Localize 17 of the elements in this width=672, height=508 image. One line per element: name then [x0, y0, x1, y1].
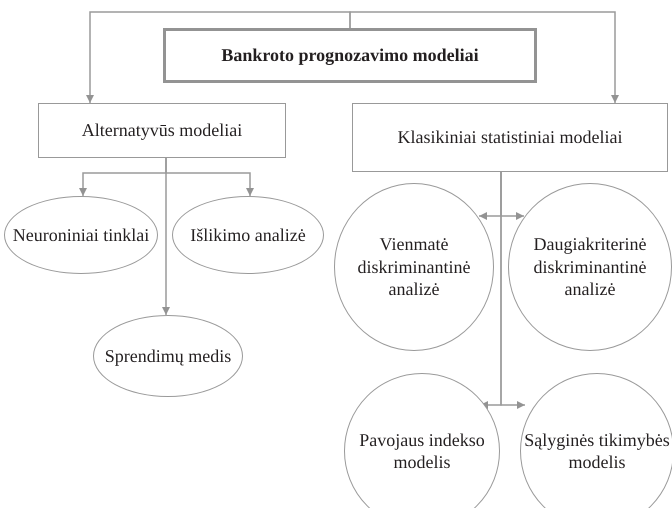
arrow [349, 11, 619, 103]
node-label: Pavojaus indekso modelis [358, 428, 486, 474]
node-label: Alternatyvūs modeliai [82, 119, 242, 142]
node-label: Bankroto prognozavimo modeliai [221, 44, 479, 67]
node-label: Neuroniniai tinklai [12, 224, 150, 246]
arrow [500, 172, 525, 409]
node-label: Daugiakriterinė diskriminantinė analizė [532, 233, 648, 301]
node-label: Sąlyginės tikimybės modelis [523, 428, 671, 474]
node-label: Vienmatė diskriminantinė analizė [356, 233, 472, 301]
node-label: Klasikiniai statistiniai modeliai [398, 126, 622, 149]
title-box [163, 28, 537, 83]
node-label: Sprendimų medis [104, 344, 232, 368]
arrow [162, 158, 170, 315]
node-label: Išlikimo analizė [190, 224, 306, 246]
category-box [38, 103, 286, 158]
arrow [86, 11, 351, 103]
category-box [352, 103, 668, 172]
